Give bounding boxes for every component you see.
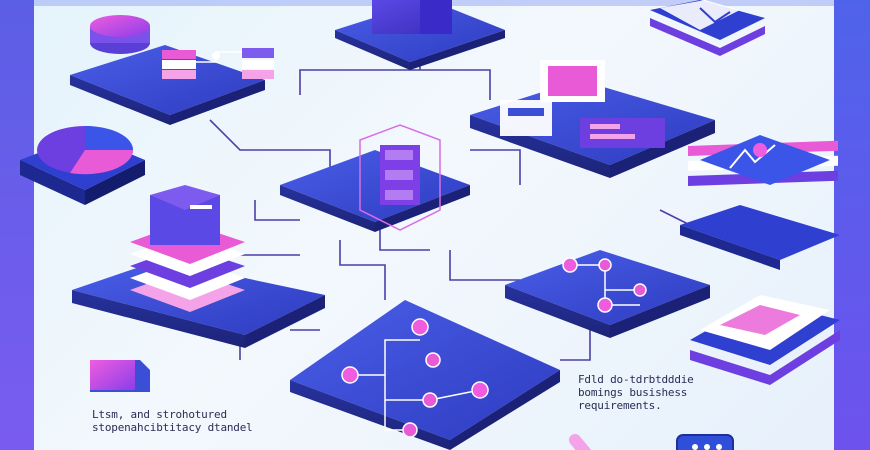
flowchart-icon bbox=[562, 257, 647, 313]
tile-flowchart-right bbox=[505, 250, 710, 338]
pen-icon bbox=[569, 434, 592, 450]
caption-right-line-2: bomings busishess bbox=[578, 386, 688, 399]
network-icon bbox=[341, 318, 489, 438]
dot bbox=[692, 444, 698, 450]
caption-left-line-1: Ltsm, and strohotured bbox=[92, 408, 227, 421]
tile-stack-left bbox=[72, 185, 325, 348]
tile-network-bottom bbox=[290, 300, 560, 450]
block-bottom-left bbox=[90, 360, 150, 392]
card-top-right bbox=[650, 0, 765, 56]
pie-chart-icon bbox=[20, 126, 145, 205]
dot bbox=[716, 444, 722, 450]
puck-top-left bbox=[90, 15, 150, 54]
more-icon[interactable] bbox=[676, 434, 734, 450]
tile-document-right bbox=[470, 60, 715, 178]
frame-left-bar bbox=[0, 0, 34, 450]
shield-icon bbox=[359, 124, 441, 231]
caption-right-line-1: Fdld do-tdrbtdddie bbox=[578, 373, 694, 386]
line-chart-stack bbox=[680, 135, 840, 270]
document-stack-bottom-right bbox=[690, 295, 840, 385]
frame-right-bar bbox=[834, 0, 870, 450]
tile-database-left bbox=[70, 45, 274, 125]
tile-center bbox=[280, 124, 470, 232]
caption-left-line-2: stopenahcibtitacy dtandel bbox=[92, 421, 253, 434]
line-chart-icon bbox=[700, 135, 830, 185]
database-stack-icon bbox=[130, 185, 245, 312]
document-icon bbox=[500, 60, 665, 148]
tile-top-center bbox=[335, 0, 505, 70]
database-stack-icon bbox=[162, 48, 274, 79]
caption-right-line-3: requirements. bbox=[578, 399, 662, 412]
dot bbox=[704, 444, 710, 450]
